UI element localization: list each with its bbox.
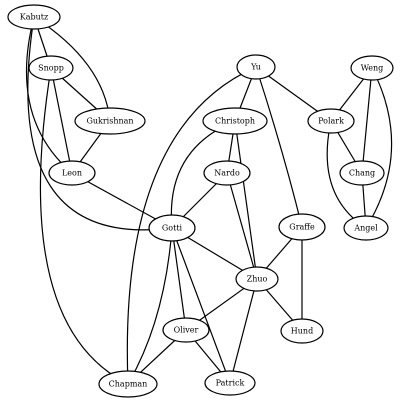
node-chang-label: Chang: [349, 169, 375, 178]
node-kabutz: Kabutz: [7, 4, 61, 30]
node-angel-shape: [343, 215, 389, 241]
node-snopp-label: Snopp: [38, 64, 64, 73]
edge-kabutz-leon: [25, 16, 73, 174]
node-nardo-label: Nardo: [214, 169, 240, 178]
edge-weng-angel: [365, 67, 393, 229]
node-chapman: Chapman: [98, 370, 158, 398]
node-christoph: Christoph: [202, 107, 268, 135]
edge-nardo-zhuo: [226, 172, 258, 280]
node-oliver: Oliver: [162, 317, 210, 343]
node-yu-shape: [236, 54, 276, 80]
edge-gotti-chapman: [127, 227, 173, 385]
node-graffe-shape: [278, 213, 326, 241]
node-angel: Angel: [343, 215, 389, 241]
edge-zhuo-patrick: [229, 278, 258, 384]
node-angel-label: Angel: [353, 224, 378, 233]
node-christoph-label: Christoph: [215, 117, 255, 126]
node-weng-label: Weng: [361, 64, 384, 73]
node-gotti: Gotti: [148, 214, 196, 242]
edge-gotti-patrick: [171, 227, 231, 384]
node-gukrishnan-label: Gukrishnan: [86, 117, 133, 126]
node-chang: Chang: [339, 160, 385, 186]
edge-yu-chapman: [126, 66, 257, 385]
node-snopp-shape: [28, 55, 74, 81]
node-hund: Hund: [280, 318, 324, 344]
node-chang-shape: [339, 160, 385, 186]
node-hund-shape: [280, 318, 324, 344]
node-zhuo: Zhuo: [235, 266, 279, 292]
node-snopp: Snopp: [28, 55, 74, 81]
node-patrick: Patrick: [204, 370, 256, 396]
edge-snopp-chapman: [39, 67, 129, 385]
node-polark-shape: [307, 108, 355, 134]
node-christoph-shape: [202, 107, 268, 135]
node-patrick-shape: [204, 370, 256, 396]
node-graffe-label: Graffe: [289, 223, 315, 232]
node-kabutz-shape: [7, 4, 61, 30]
node-patrick-label: Patrick: [216, 379, 245, 388]
node-hund-label: Hund: [291, 327, 313, 336]
node-graffe: Graffe: [278, 213, 326, 241]
edge-christoph-zhuo: [234, 120, 258, 280]
node-yu-label: Yu: [250, 63, 261, 72]
node-leon-label: Leon: [62, 169, 82, 178]
node-zhuo-shape: [235, 266, 279, 292]
node-gotti-label: Gotti: [162, 224, 183, 233]
node-oliver-label: Oliver: [174, 326, 199, 335]
node-nardo-shape: [203, 160, 251, 186]
node-yu: Yu: [236, 54, 276, 80]
node-weng-shape: [350, 55, 394, 81]
node-gotti-shape: [148, 214, 196, 242]
edge-yu-graffe: [255, 66, 303, 228]
node-zhuo-label: Zhuo: [247, 275, 268, 284]
node-gukrishnan-shape: [74, 107, 146, 135]
node-leon-shape: [48, 160, 96, 186]
node-leon: Leon: [48, 160, 96, 186]
edge-weng-chang: [361, 67, 373, 174]
node-nardo: Nardo: [203, 160, 251, 186]
edge-gotti-oliver: [171, 227, 187, 331]
node-polark-label: Polark: [318, 117, 344, 126]
node-chapman-label: Chapman: [109, 380, 148, 389]
node-polark: Polark: [307, 108, 355, 134]
node-kabutz-label: Kabutz: [20, 13, 48, 22]
node-chapman-shape: [98, 370, 158, 398]
node-gukrishnan: Gukrishnan: [74, 107, 146, 135]
edge-kabutz-gotti: [27, 16, 173, 231]
node-weng: Weng: [350, 55, 394, 81]
edge-snopp-leon: [50, 67, 73, 174]
node-oliver-shape: [162, 317, 210, 343]
